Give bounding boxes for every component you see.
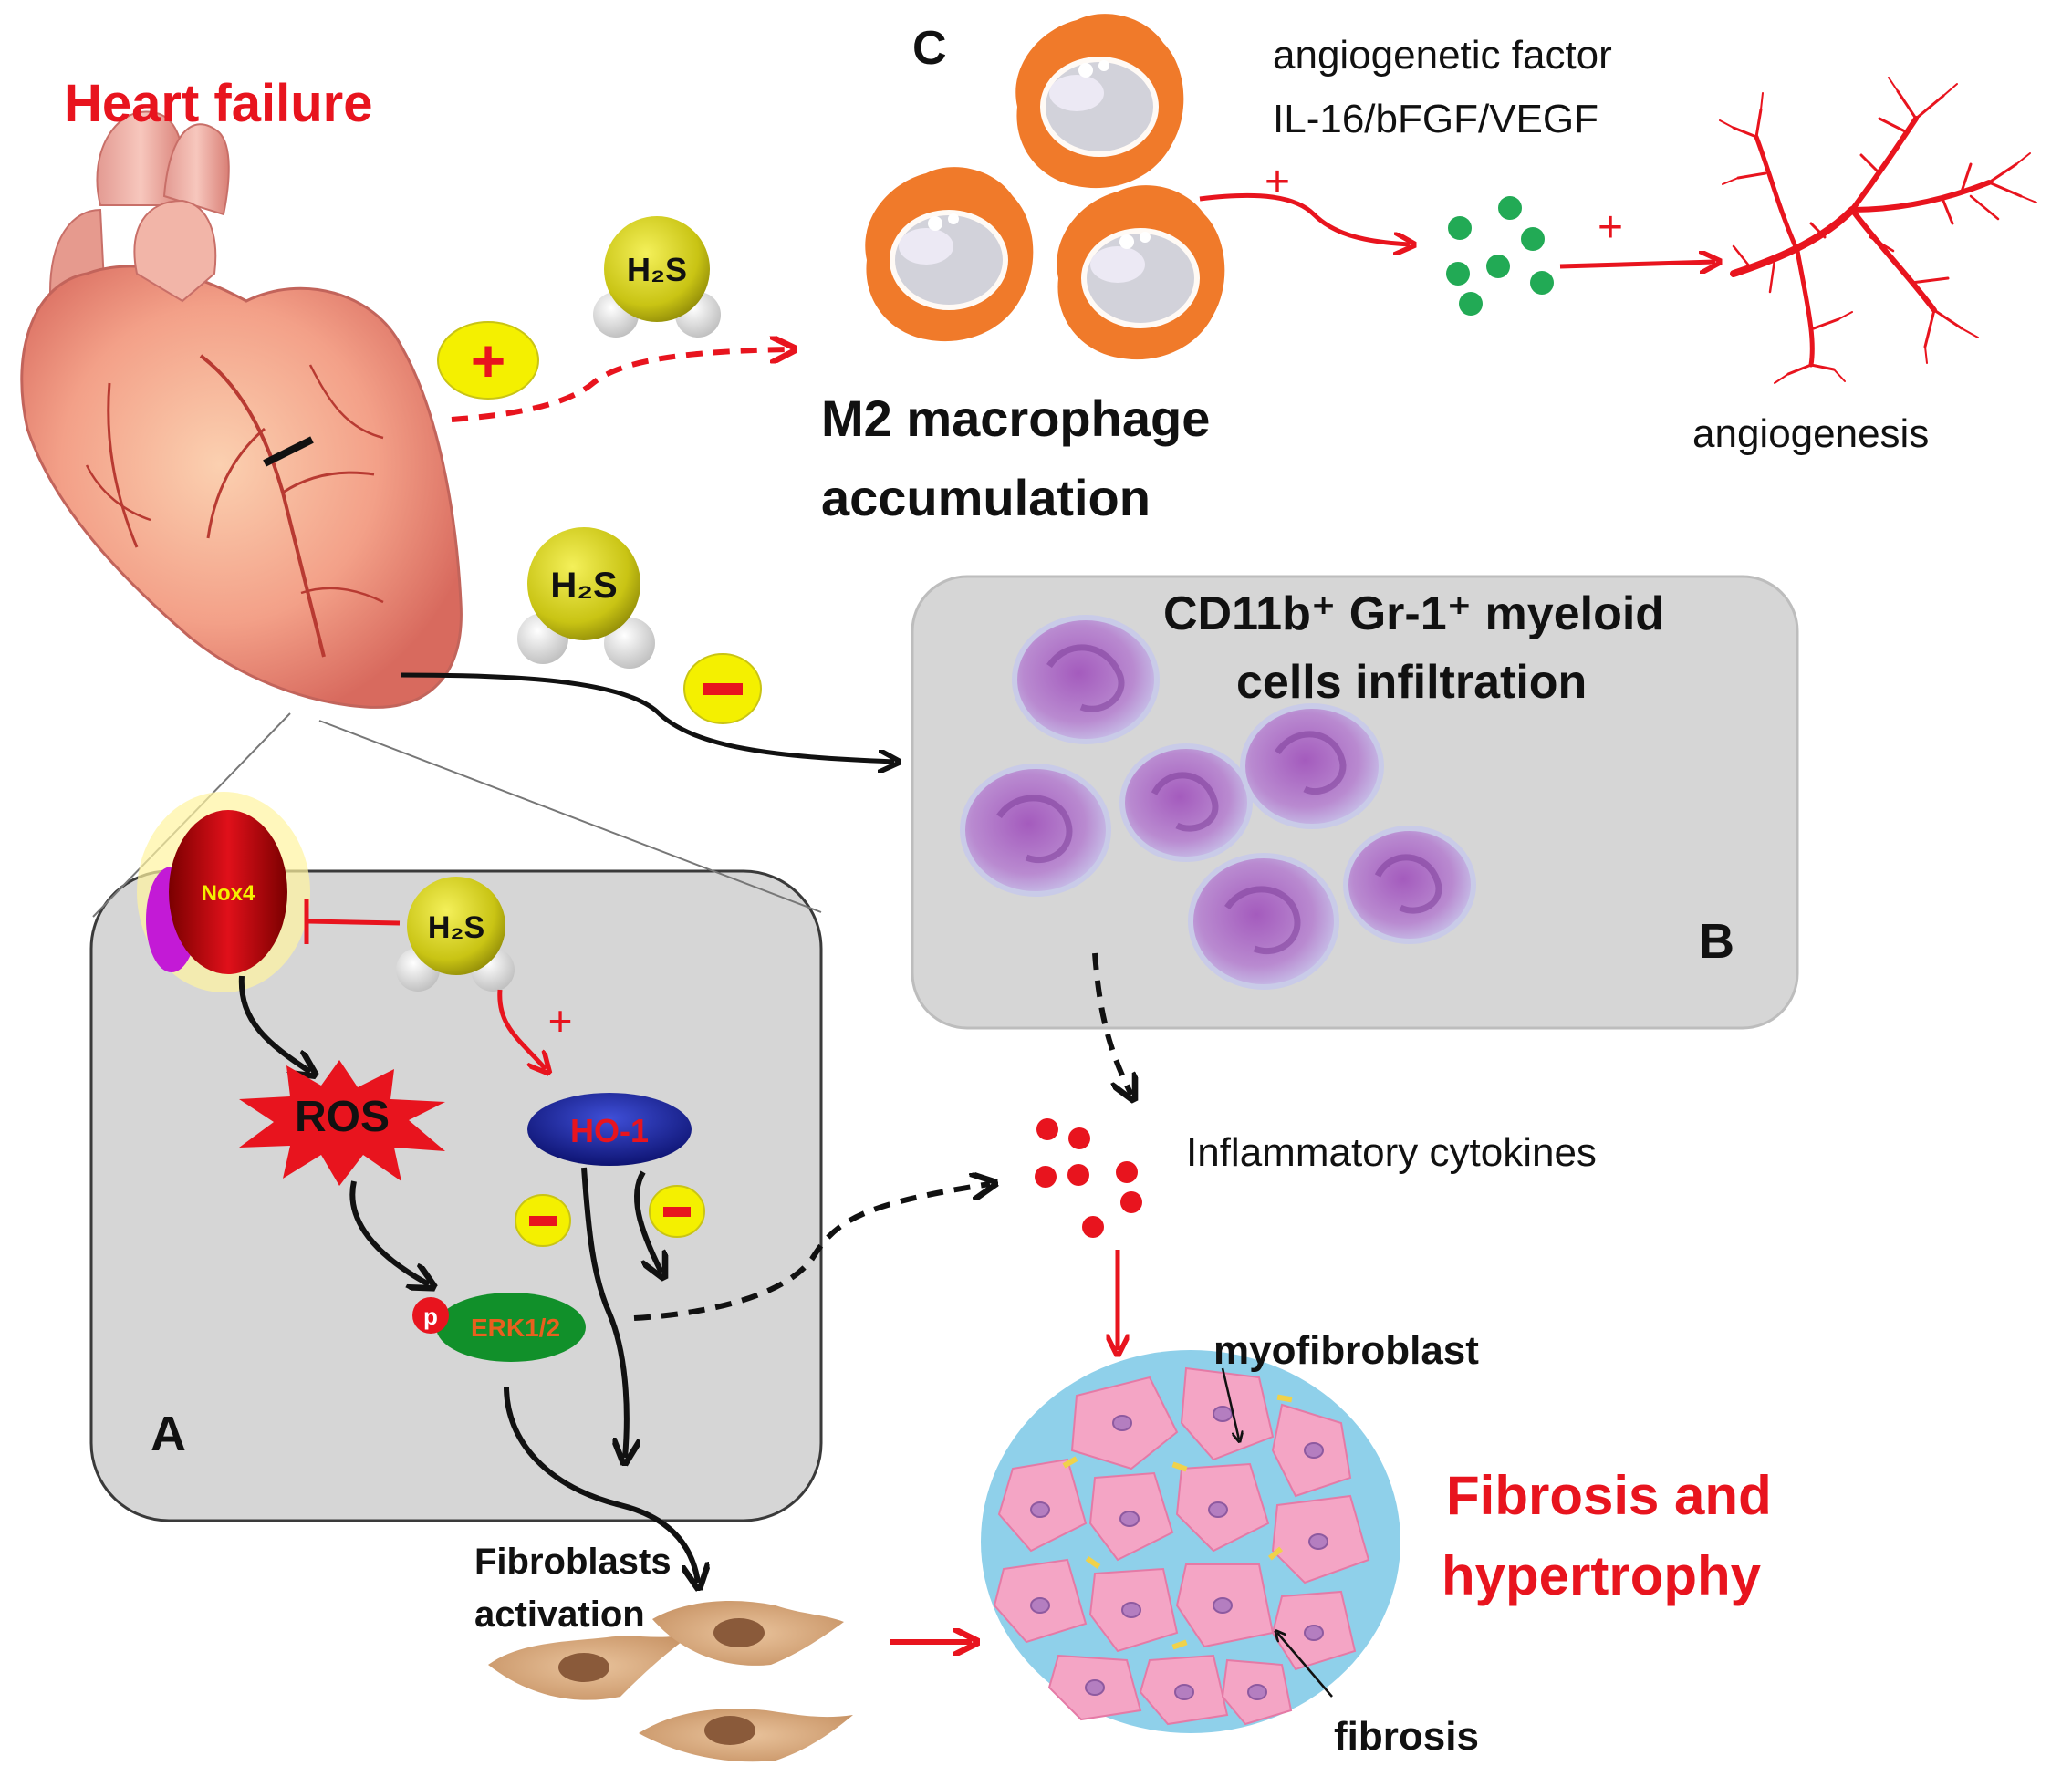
- fibrosis-hypertrophy-line2: hypertrophy: [1442, 1545, 1762, 1606]
- minus-bar-myeloid: [703, 683, 743, 695]
- p-label: p: [423, 1303, 438, 1330]
- fibroblast-cells: [488, 1601, 853, 1762]
- fibrosis-pointer: [1277, 1633, 1333, 1698]
- arrow-nox4-to-ros: [238, 975, 310, 1072]
- arrow-ho1-to-erk-inhibit: [633, 1170, 661, 1273]
- panel-label-c: C: [912, 22, 947, 75]
- myeloid-cell-cluster: [960, 615, 1476, 990]
- h2s-label-c: H₂S: [627, 251, 687, 288]
- title-heart-failure: Heart failure: [64, 74, 372, 133]
- fibroblast-cell: [652, 1601, 844, 1666]
- cd11b-label-line1: CD11b⁺ Gr-1⁺ myeloid: [1163, 587, 1664, 640]
- angiogenetic-factor-names: IL-16/bFGF/VEGF: [1273, 97, 1598, 141]
- inflammatory-cytokines-label: Inflammatory cytokines: [1186, 1130, 1597, 1175]
- m2-macrophage-label-line2: accumulation: [821, 469, 1151, 526]
- fibrosis-hypertrophy-line1: Fibrosis and: [1446, 1465, 1772, 1526]
- ros-label: ROS: [295, 1093, 390, 1141]
- dashed-arrow-erk-to-cytokines: [633, 1184, 990, 1321]
- arrow-erk-to-fibroblasts: [504, 1386, 698, 1583]
- macrophage-cell: [1015, 14, 1184, 189]
- arrow-factor-to-angiogenesis: [1559, 262, 1715, 266]
- plus-sign-factor: +: [1265, 158, 1290, 206]
- myofibroblast-pointer: [1221, 1367, 1239, 1439]
- plus-sign-angiogenesis: +: [1598, 203, 1623, 252]
- nox4-label: Nox4: [202, 881, 255, 906]
- m2-macrophage-label-line1: M2 macrophage: [821, 390, 1210, 447]
- angiogenesis-label: angiogenesis: [1692, 411, 1929, 456]
- plus-badge-sign: +: [471, 327, 506, 394]
- minus-badge-ho1-right: [649, 1185, 705, 1238]
- macrophage-cell: [1057, 185, 1225, 360]
- arrow-ho1-to-fibroblasts: [581, 1167, 627, 1458]
- perk-molecule: p ERK1/2: [412, 1293, 586, 1362]
- arrow-heart-to-myeloid: [401, 672, 894, 762]
- erk-label: ERK1/2: [471, 1314, 560, 1342]
- plus-sign-ho1: +: [548, 997, 573, 1044]
- fibrosis-tissue: [981, 1350, 1400, 1733]
- ho1-label: HO-1: [570, 1112, 649, 1149]
- ho1-molecule: HO-1: [527, 1093, 692, 1166]
- inflammatory-cytokine-particles: [1035, 1118, 1142, 1238]
- dashed-arrow-h2s-to-macrophage: [451, 349, 789, 422]
- fibroblasts-label-line2: activation: [474, 1595, 645, 1635]
- h2s-label-b: H₂S: [550, 566, 617, 606]
- myeloid-cell: [1240, 703, 1384, 829]
- h2s-molecule-b: H₂S: [517, 527, 655, 669]
- myeloid-cell: [960, 764, 1111, 897]
- arrow-h2s-to-ho1: [497, 989, 546, 1069]
- nox4-complex: Nox4: [137, 792, 310, 992]
- angiogenetic-factor-label: angiogenetic factor: [1273, 33, 1612, 78]
- ros-burst: ROS: [239, 1060, 445, 1186]
- inhibition-h2s-to-nox4: [304, 899, 401, 944]
- angiogenetic-factor-particles: [1446, 196, 1554, 316]
- plus-badge-macrophage: +: [437, 321, 539, 400]
- h2s-molecule-c: H₂S: [593, 216, 721, 338]
- h2s-label-a: H₂S: [428, 910, 484, 945]
- myeloid-cell: [1012, 615, 1160, 744]
- ligation-mark: [263, 436, 314, 467]
- myeloid-cell: [1343, 826, 1476, 944]
- heart-illustration: [20, 110, 463, 709]
- panel-label-b: B: [1699, 914, 1734, 969]
- arrow-ros-to-erk: [349, 1180, 429, 1284]
- angiogenesis-vessel-tree: [1719, 77, 2037, 384]
- fibrosis-label: fibrosis: [1334, 1714, 1479, 1759]
- fibroblast-cell: [639, 1709, 853, 1762]
- zoom-line-right: [318, 720, 822, 913]
- myeloid-cell: [1188, 853, 1339, 990]
- myofibroblast-label: myofibroblast: [1213, 1328, 1479, 1373]
- minus-badge-myeloid: [683, 653, 762, 724]
- fibroblast-cell: [488, 1633, 693, 1700]
- m2-macrophage-cluster: [865, 14, 1225, 360]
- arrow-macrophage-to-factor: [1199, 192, 1410, 244]
- macrophage-cell: [865, 167, 1034, 342]
- minus-badge-ho1-left: [515, 1194, 571, 1247]
- myeloid-cell: [1119, 743, 1253, 862]
- panel-a-box: [89, 869, 823, 1522]
- fibroblasts-label-line1: Fibroblasts: [474, 1542, 672, 1582]
- cd11b-label-line2: cells infiltration: [1236, 656, 1587, 709]
- h2s-molecule-a: H₂S: [396, 877, 515, 992]
- panel-label-a: A: [151, 1407, 186, 1461]
